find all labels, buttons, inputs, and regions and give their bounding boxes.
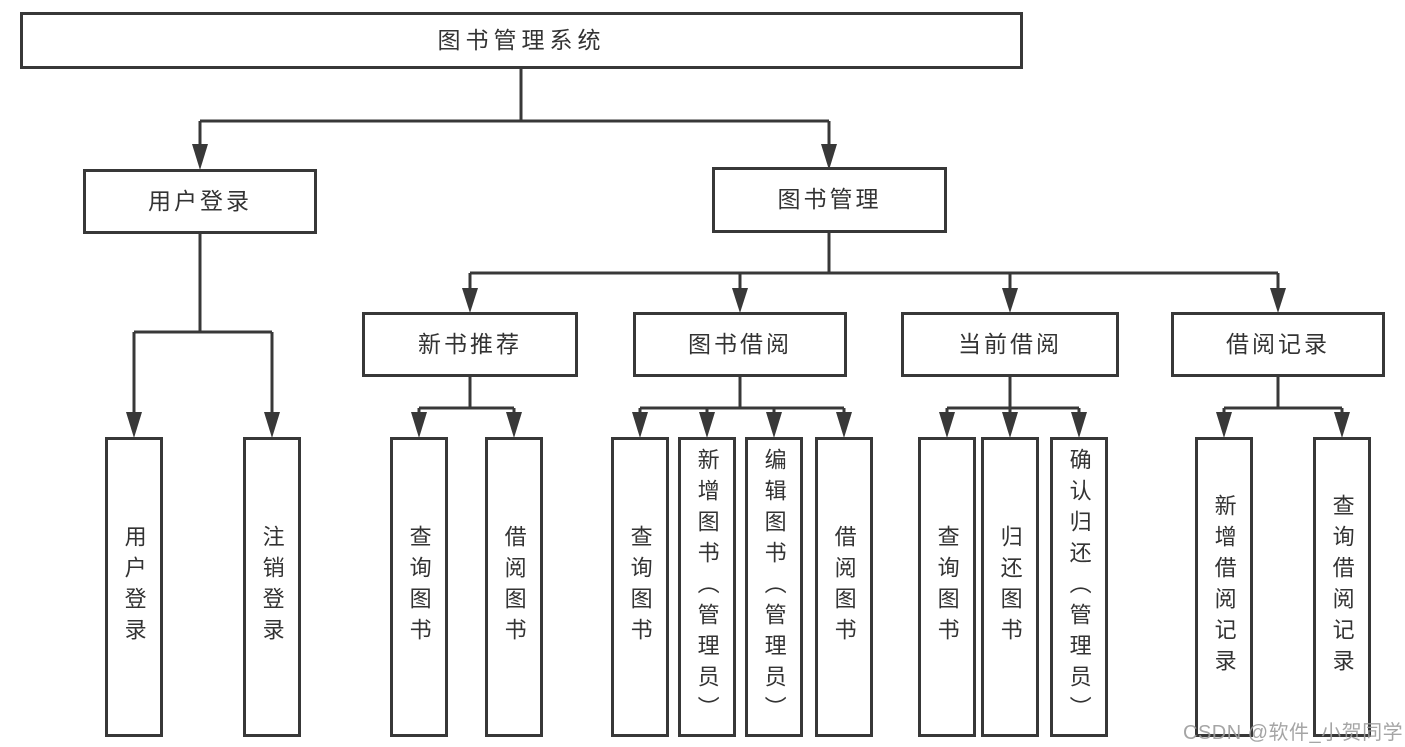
leaf-current-return-books: 归还图书 (981, 437, 1039, 737)
connector-current-borrow (945, 377, 1081, 416)
leaf-newbook-borrow-books-label: 借阅图书 (501, 525, 527, 649)
leaf-borrow-borrow-books: 借阅图书 (815, 437, 873, 737)
leaf-borrow-borrow-books-label: 借阅图书 (831, 525, 857, 649)
arrowhead (126, 412, 142, 438)
leaf-records-add-record: 新增借阅记录 (1195, 437, 1253, 737)
leaf-borrow-edit-books: 编辑图书（管理员） (745, 437, 803, 737)
arrowhead (192, 144, 208, 170)
arrowhead (506, 412, 522, 438)
leaf-current-confirm-return-label: 确认归还（管理员） (1066, 447, 1092, 727)
arrowhead (1334, 412, 1350, 438)
node-current-borrow: 当前借阅 (901, 312, 1119, 377)
leaf-newbook-borrow-books: 借阅图书 (485, 437, 543, 737)
arrowhead (1071, 412, 1087, 438)
leaf-records-query-record-label: 查询借阅记录 (1329, 494, 1355, 680)
node-root: 图书管理系统 (20, 12, 1023, 69)
arrowhead (462, 288, 478, 313)
node-root-label: 图书管理系统 (437, 26, 606, 53)
leaf-current-confirm-return: 确认归还（管理员） (1050, 437, 1108, 737)
arrowhead (632, 412, 648, 438)
node-user-login-label: 用户登录 (148, 187, 252, 214)
leaf-user-login-label: 用户登录 (121, 525, 147, 649)
arrowhead (836, 412, 852, 438)
leaf-current-query-books-label: 查询图书 (934, 525, 960, 649)
arrowhead (1002, 288, 1018, 313)
node-borrow-records: 借阅记录 (1171, 312, 1385, 377)
arrowhead (1270, 288, 1286, 313)
leaf-borrow-query-books: 查询图书 (611, 437, 669, 737)
node-borrow-records-label: 借阅记录 (1226, 330, 1330, 357)
leaf-user-login: 用户登录 (105, 437, 163, 737)
leaf-borrow-add-books: 新增图书（管理员） (678, 437, 736, 737)
node-book-management-label: 图书管理 (777, 186, 882, 213)
leaf-newbook-query-books-label: 查询图书 (406, 525, 432, 649)
arrowhead (939, 412, 955, 438)
arrowhead (411, 412, 427, 438)
leaf-borrow-add-books-label: 新增图书（管理员） (694, 447, 720, 727)
leaf-records-add-record-label: 新增借阅记录 (1211, 494, 1237, 680)
node-user-login: 用户登录 (83, 169, 317, 234)
arrowhead (1002, 412, 1018, 438)
arrowhead (699, 412, 715, 438)
connector-borrow-records (1222, 377, 1344, 416)
node-new-book-recommend-label: 新书推荐 (418, 330, 522, 357)
connector-new-book (417, 377, 516, 416)
arrowhead (821, 144, 837, 170)
connector-book-borrow (638, 377, 846, 416)
arrowhead (1216, 412, 1232, 438)
arrowhead (766, 412, 782, 438)
node-new-book-recommend: 新书推荐 (362, 312, 578, 377)
watermark-text: CSDN @软件_小贺同学 (1183, 722, 1404, 744)
node-book-borrow-label: 图书借阅 (688, 330, 792, 357)
leaf-current-query-books: 查询图书 (918, 437, 976, 737)
leaf-logout-label: 注销登录 (259, 525, 285, 649)
connector-root (198, 69, 831, 147)
connector-user-login (132, 234, 274, 415)
node-current-borrow-label: 当前借阅 (958, 330, 1062, 357)
leaf-borrow-edit-books-label: 编辑图书（管理员） (761, 447, 787, 727)
leaf-newbook-query-books: 查询图书 (390, 437, 448, 737)
node-book-borrow: 图书借阅 (633, 312, 847, 377)
leaf-logout: 注销登录 (243, 437, 301, 737)
arrowhead (264, 412, 280, 438)
arrowhead (732, 288, 748, 313)
leaf-current-return-books-label: 归还图书 (997, 525, 1023, 649)
connector-book-management (468, 233, 1280, 291)
leaf-records-query-record: 查询借阅记录 (1313, 437, 1371, 737)
leaf-borrow-query-books-label: 查询图书 (627, 525, 653, 649)
node-book-management: 图书管理 (712, 167, 947, 233)
